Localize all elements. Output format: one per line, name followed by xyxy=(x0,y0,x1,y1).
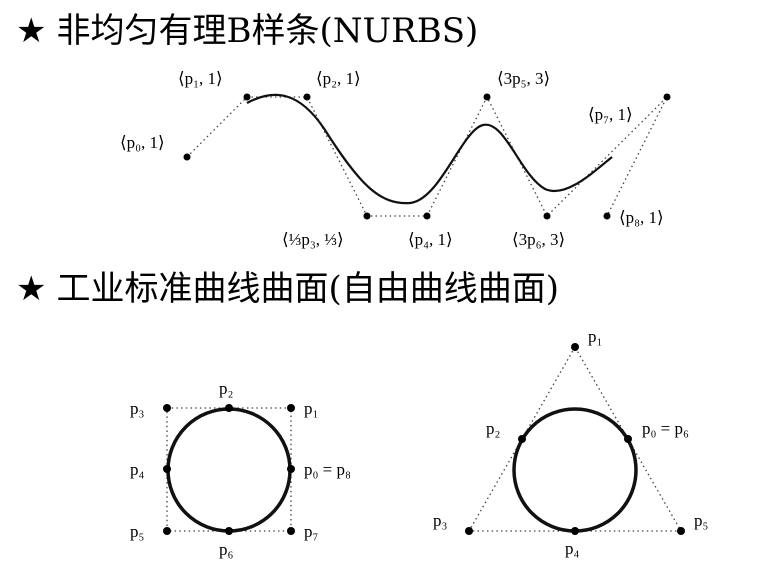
star-icon: ★ xyxy=(16,269,47,309)
star-icon: ★ xyxy=(16,11,47,51)
square-point-p7 xyxy=(287,527,295,535)
nurbs-label-p3: ⟨⅓p₃, ⅓⟩ xyxy=(282,230,344,249)
nurbs-point-p7 xyxy=(663,93,671,101)
heading-nurbs-text: 非均匀有理B样条(NURBS) xyxy=(56,11,479,51)
triangle-label-p4: p₄ xyxy=(565,539,580,558)
triangle-label-p5: p₅ xyxy=(694,511,709,530)
triangle-point-p3 xyxy=(465,527,473,535)
nurbs-label-p5: ⟨3p₅, 3⟩ xyxy=(497,69,550,88)
nurbs-label-p4: ⟨p₄, 1⟩ xyxy=(408,230,453,249)
square-circle-diagram: p₁ p₂ p₃ p₄ p₀ = p₈ p₅ p₆ p₇ xyxy=(130,379,351,559)
nurbs-label-p6: ⟨3p₆, 3⟩ xyxy=(512,230,565,249)
square-label-p1: p₁ xyxy=(304,399,318,418)
triangle-point-p1 xyxy=(571,343,579,351)
square-point-p2 xyxy=(225,404,233,412)
nurbs-point-p5 xyxy=(483,93,491,101)
triangle-label-p2: p₂ xyxy=(486,419,500,438)
heading-industry-text: 工业标准曲线曲面(自由曲线曲面) xyxy=(56,269,560,309)
nurbs-point-p1 xyxy=(243,93,251,101)
nurbs-curve xyxy=(246,93,613,205)
nurbs-diagram: ⟨p₀, 1⟩ ⟨p₁, 1⟩ ⟨p₂, 1⟩ ⟨⅓p₃, ⅓⟩ ⟨p₄, 1⟩… xyxy=(120,69,671,249)
nurbs-label-p8: ⟨p₈, 1⟩ xyxy=(619,208,664,227)
square-point-p5 xyxy=(163,527,171,535)
square-point-p6 xyxy=(225,527,233,535)
triangle-point-p5 xyxy=(677,527,685,535)
nurbs-point-p4 xyxy=(423,212,431,220)
square-label-p7: p₇ xyxy=(304,522,319,541)
square-point-p0 xyxy=(287,465,295,473)
nurbs-label-p2: ⟨p₂, 1⟩ xyxy=(316,69,361,88)
nurbs-label-p0: ⟨p₀, 1⟩ xyxy=(120,133,165,152)
square-point-p4 xyxy=(163,465,171,473)
nurbs-point-p2 xyxy=(303,93,311,101)
triangle-label-p0: p₀ = p₆ xyxy=(642,419,689,438)
triangle-circle-diagram: p₁ p₂ p₀ = p₆ p₃ p₄ p₅ xyxy=(433,327,709,558)
triangle-point-p0 xyxy=(624,435,632,443)
triangle-control-polygon xyxy=(467,345,683,532)
triangle-point-p2 xyxy=(518,435,526,443)
square-circle-curve xyxy=(166,407,292,533)
triangle-point-p4 xyxy=(571,527,579,535)
nurbs-point-p8 xyxy=(603,212,611,220)
nurbs-point-p0 xyxy=(183,153,191,161)
nurbs-control-polygon xyxy=(186,95,668,218)
triangle-label-p3: p₃ xyxy=(433,511,448,530)
square-label-p0: p₀ = p₈ xyxy=(304,460,351,479)
square-label-p3: p₃ xyxy=(130,399,145,418)
square-point-p1 xyxy=(287,404,295,412)
triangle-circle-curve xyxy=(512,407,638,533)
nurbs-label-p7: ⟨p₇, 1⟩ xyxy=(588,105,633,124)
heading-nurbs: ★非均匀有理B样条(NURBS) xyxy=(16,14,478,48)
square-label-p5: p₅ xyxy=(130,522,145,541)
heading-industry: ★工业标准曲线曲面(自由曲线曲面) xyxy=(16,272,559,306)
nurbs-point-p3 xyxy=(363,212,371,220)
square-label-p2: p₂ xyxy=(219,379,233,398)
triangle-label-p1: p₁ xyxy=(588,327,602,346)
square-point-p3 xyxy=(163,404,171,412)
square-label-p4: p₄ xyxy=(130,460,145,479)
nurbs-point-p6 xyxy=(543,212,551,220)
square-label-p6: p₆ xyxy=(219,540,234,559)
nurbs-label-p1: ⟨p₁, 1⟩ xyxy=(178,69,223,88)
